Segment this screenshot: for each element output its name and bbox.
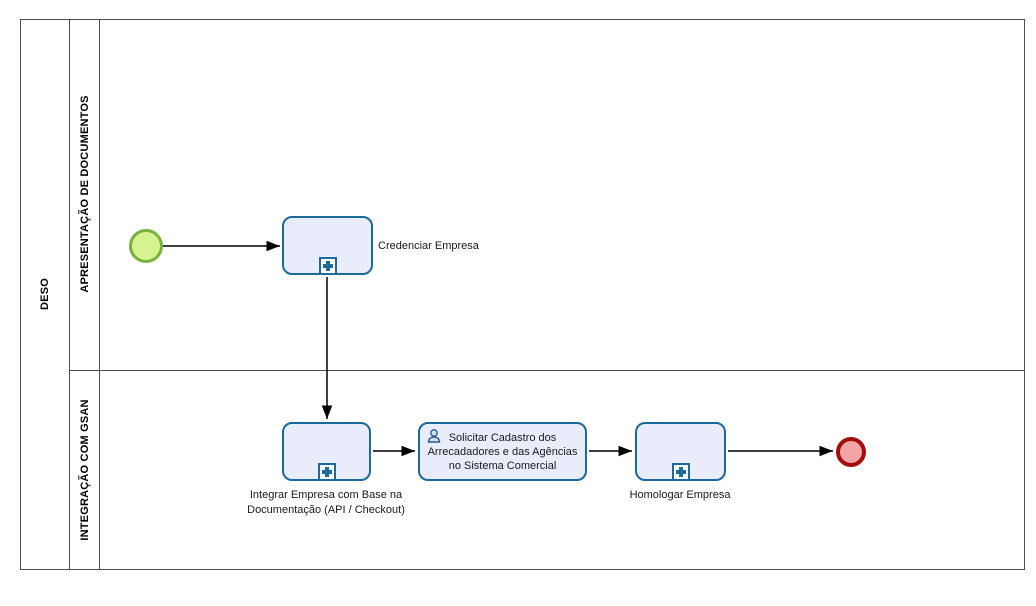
start-event[interactable] — [129, 229, 163, 263]
task-homologar-empresa[interactable] — [635, 422, 726, 481]
subprocess-plus-icon[interactable] — [672, 463, 690, 481]
lane-label-band — [70, 19, 100, 570]
task-integrar-empresa[interactable] — [282, 422, 371, 481]
subprocess-plus-icon[interactable] — [319, 257, 337, 275]
lane-divider — [70, 370, 1025, 371]
user-icon — [427, 429, 441, 443]
lane-label-apresentacao: APRESENTAÇÃO DE DOCUMENTOS — [79, 95, 91, 293]
task-homologar-label: Homologar Empresa — [629, 489, 731, 501]
task-integrar-label: Integrar Empresa com Base na Documentaçã… — [247, 489, 405, 516]
pool-title-band — [20, 19, 70, 570]
task-solicitar-label: Solicitar Cadastro dos Arrecadadores e d… — [427, 431, 578, 472]
pool-label: DESO — [39, 278, 51, 310]
pool-deso — [20, 19, 1025, 570]
end-event[interactable] — [836, 437, 866, 467]
lane-label-integracao: INTEGRAÇÃO COM GSAN — [79, 399, 91, 541]
task-credenciar-label: Credenciar Empresa — [378, 240, 479, 252]
subprocess-plus-icon[interactable] — [318, 463, 336, 481]
task-solicitar-cadastro[interactable]: Solicitar Cadastro dos Arrecadadores e d… — [418, 422, 587, 481]
task-credenciar-empresa[interactable] — [282, 216, 373, 275]
